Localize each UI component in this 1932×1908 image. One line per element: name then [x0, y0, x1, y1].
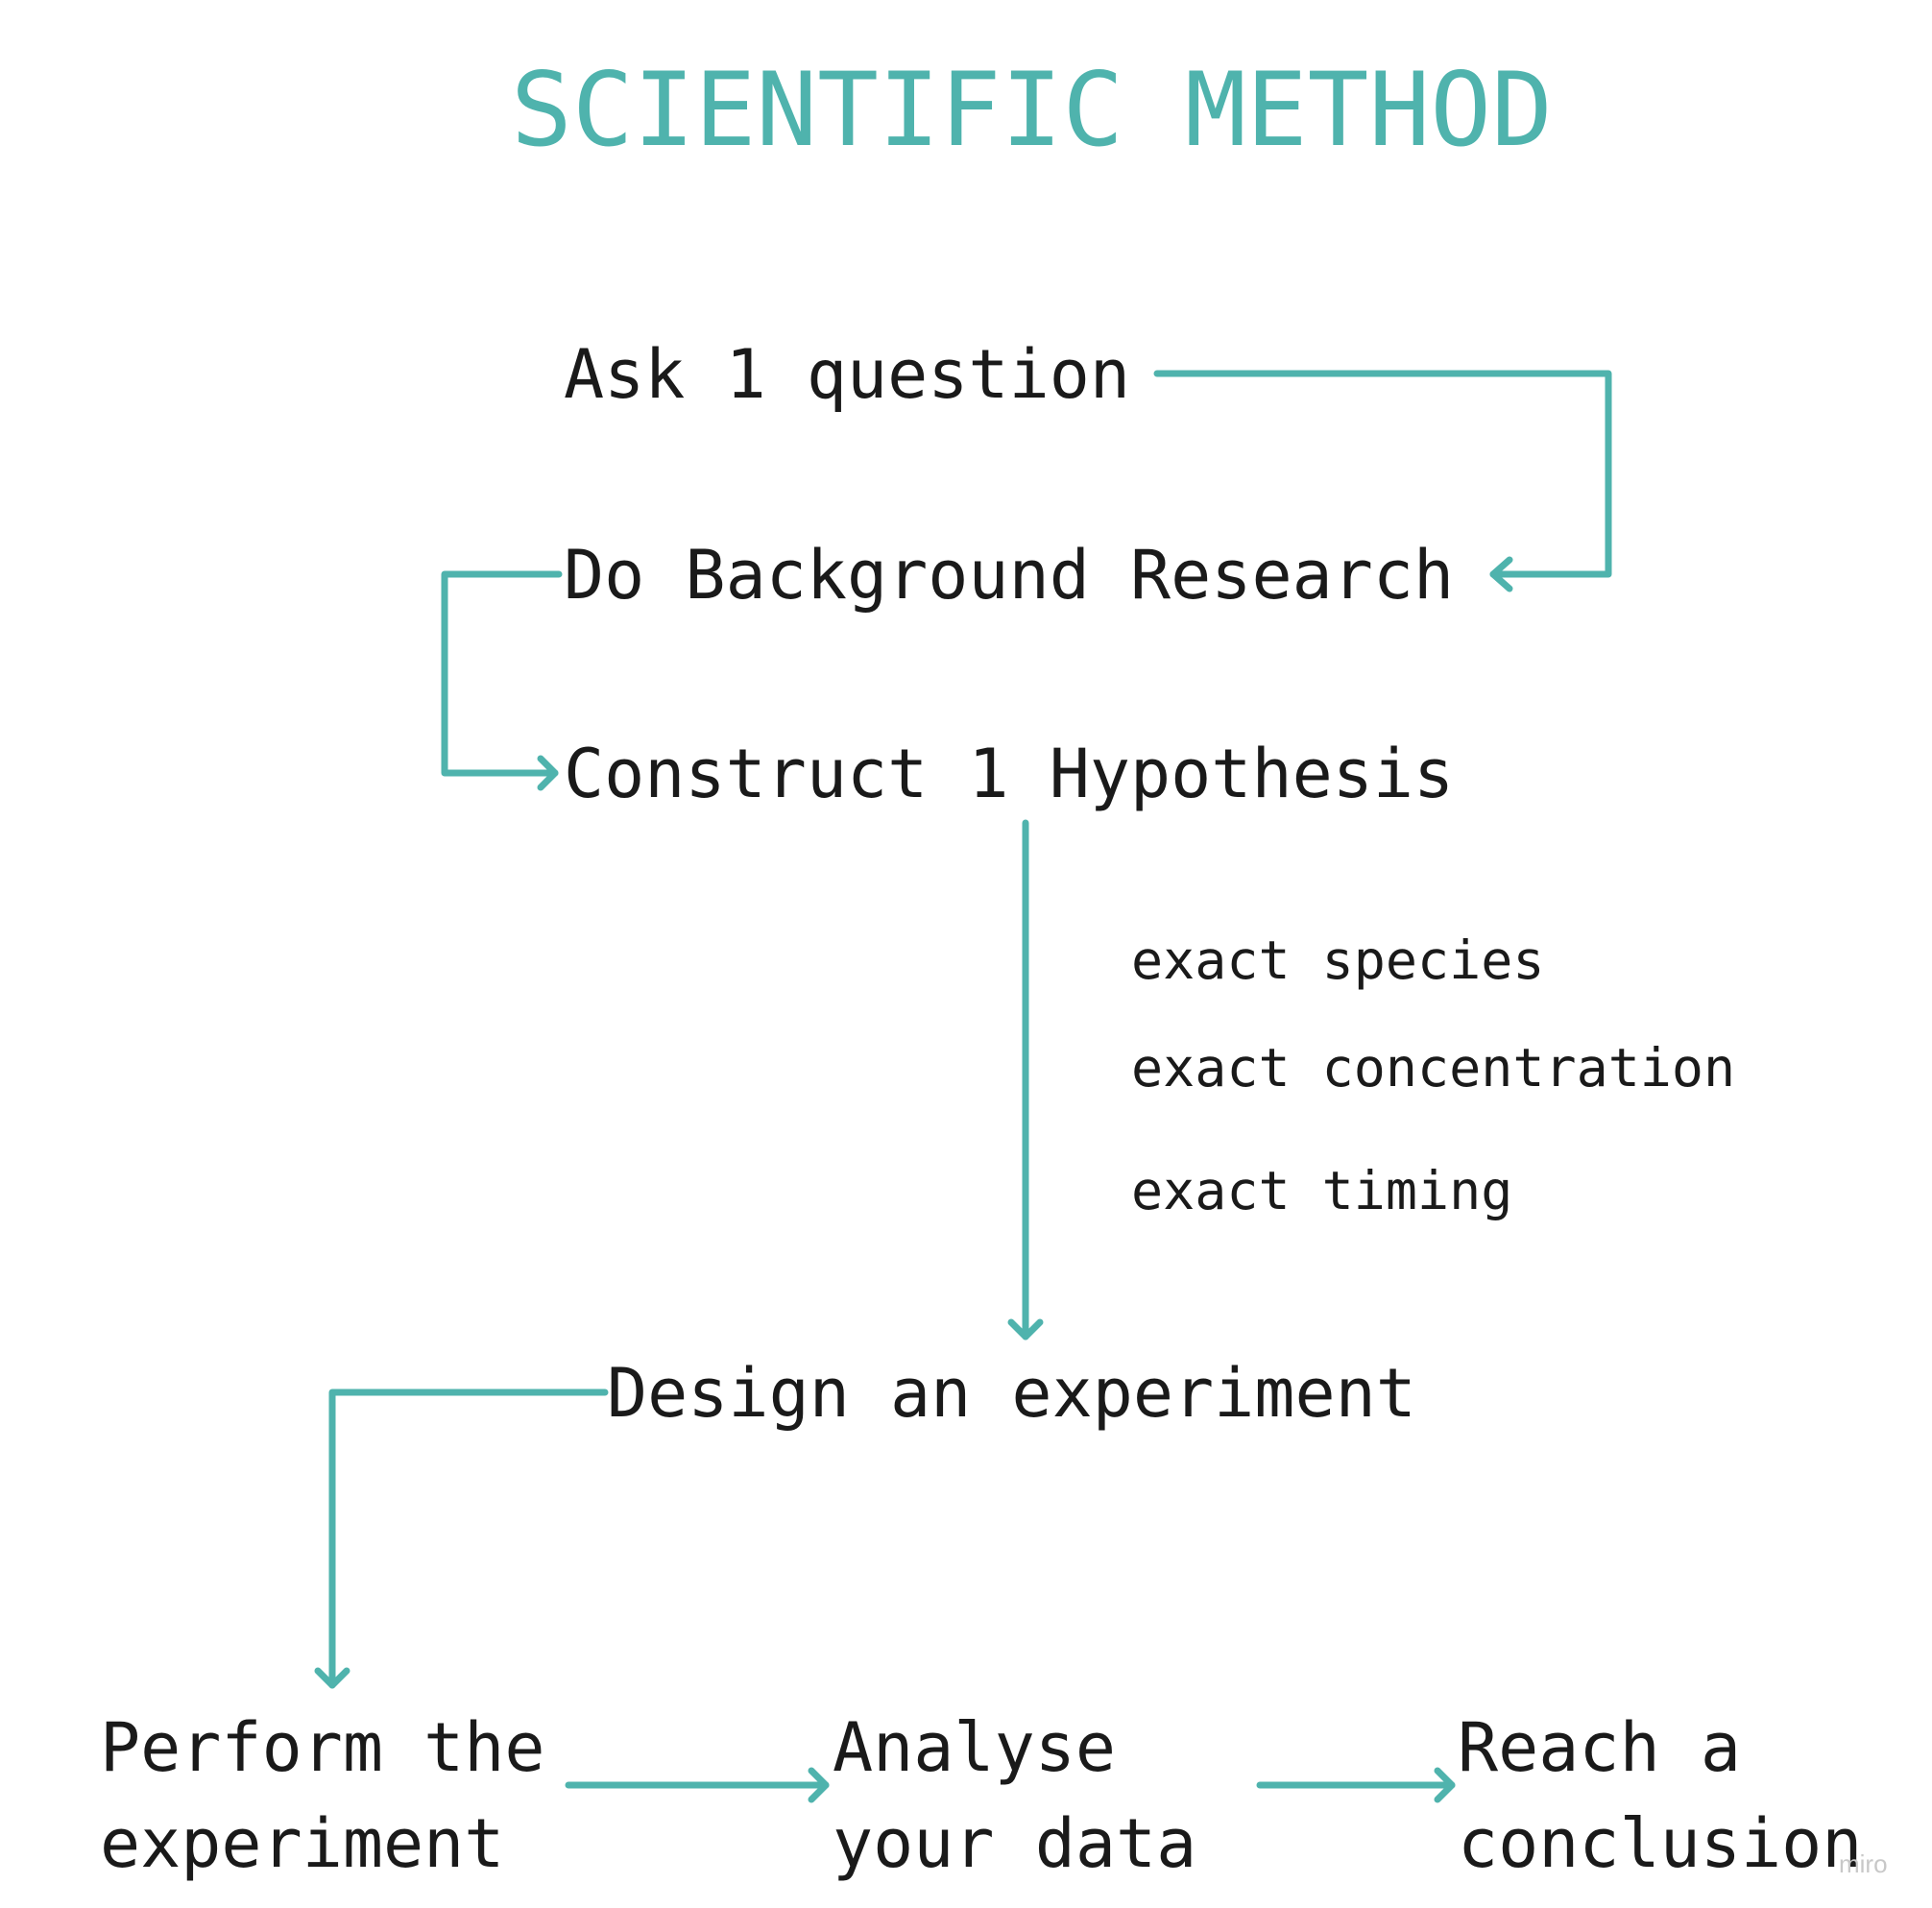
- connector-design-to-perform: [328, 1389, 609, 1689]
- step-reach-line2: conclusion: [1458, 1804, 1863, 1884]
- arrowhead-perform: [314, 1667, 350, 1689]
- page-title: SCIENTIFIC METHOD: [511, 51, 1553, 169]
- arrowhead-analyse: [808, 1767, 830, 1803]
- connector-ask-to-background: [1153, 370, 1612, 578]
- arrowhead-design: [1007, 1318, 1044, 1340]
- miro-watermark: miro: [1839, 1849, 1888, 1878]
- note-exact-concentration: exact concentration: [1131, 1037, 1736, 1099]
- step-analyse-data: Analyse your data: [833, 1700, 1196, 1892]
- arrowhead-hypothesis: [537, 755, 559, 791]
- step-reach-conclusion: Reach a conclusion: [1458, 1700, 1862, 1892]
- connector-background-to-hypothesis: [441, 570, 563, 777]
- step-design-experiment: Design an experiment: [607, 1354, 1416, 1433]
- step-reach-line1: Reach a: [1458, 1708, 1742, 1787]
- note-exact-species: exact species: [1131, 930, 1545, 991]
- step-construct-hypothesis: Construct 1 Hypothesis: [564, 735, 1455, 813]
- step-perform-experiment: Perform the experiment: [100, 1700, 545, 1892]
- arrowhead-background: [1489, 556, 1513, 592]
- step-analyse-line1: Analyse: [833, 1708, 1117, 1787]
- step-perform-line1: Perform the: [100, 1708, 545, 1787]
- step-analyse-line2: your data: [833, 1804, 1197, 1884]
- step-ask-question: Ask 1 question: [564, 335, 1131, 414]
- note-exact-timing: exact timing: [1131, 1160, 1513, 1221]
- arrowhead-reach: [1434, 1767, 1456, 1803]
- step-perform-line2: experiment: [100, 1804, 505, 1884]
- step-background-research: Do Background Research: [564, 536, 1455, 615]
